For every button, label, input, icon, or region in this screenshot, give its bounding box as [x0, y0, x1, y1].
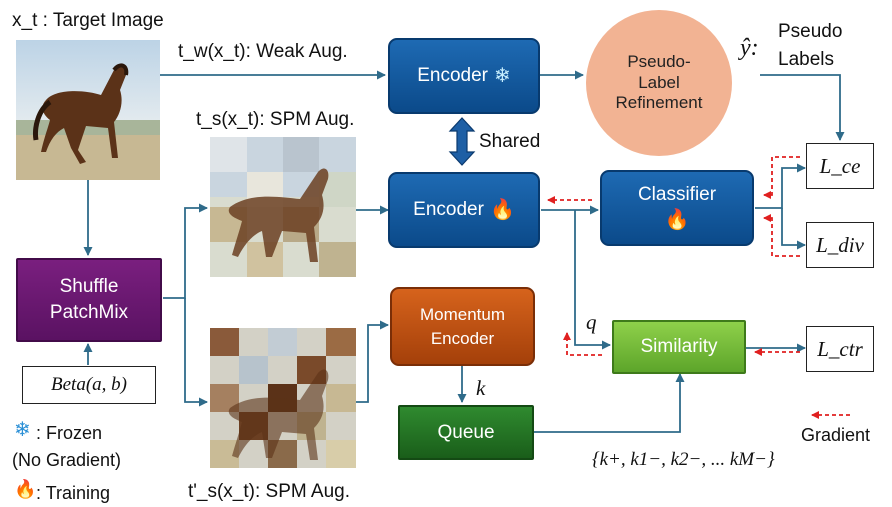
- encoder-frozen-label: Encoder: [417, 65, 488, 87]
- gradient-arrow-lce: [763, 156, 800, 199]
- snowflake-icon: ❄: [494, 64, 511, 87]
- arrow-classifier-to-lce: [755, 163, 806, 209]
- shared-double-arrow: [448, 117, 476, 166]
- frozen-legend-sub: (No Gradient): [12, 450, 122, 470]
- loss-ctr-label: L_ctr: [817, 336, 863, 361]
- loss-ctr-box: L_ctr: [806, 326, 874, 372]
- flame-icon: 🔥: [664, 209, 690, 232]
- arrow-shuffle-to-spm1: [163, 203, 208, 299]
- queue-box: Queue: [398, 405, 534, 460]
- spm-aug-image-2: [210, 328, 356, 468]
- arrow-shuffle-to-spm2: [184, 298, 208, 407]
- pseudo-label-refinement-circle: Pseudo- Label Refinement: [586, 10, 732, 156]
- refine-line2: Label: [638, 72, 680, 92]
- keys-set-label: {k+, k1−, k2−, ... kM−}: [592, 449, 775, 470]
- shuffle-label-line2: PatchMix: [49, 302, 129, 323]
- encoder-frozen-box: Encoder ❄: [388, 38, 540, 114]
- arrow-pseudo-to-lce: [760, 74, 845, 141]
- encoder-training-label: Encoder: [413, 199, 484, 221]
- beta-label: Beta(a, b): [51, 374, 127, 395]
- gradient-legend-label: Gradient: [801, 425, 871, 445]
- snowflake-icon: ❄: [14, 419, 31, 441]
- target-image-label: x_t : Target Image: [12, 10, 164, 31]
- gradient-arrow-q: [563, 332, 602, 356]
- beta-box: Beta(a, b): [22, 366, 156, 404]
- spm-aug-label: t_s(x_t): SPM Aug.: [196, 109, 355, 130]
- frozen-legend-label: : Frozen: [36, 423, 103, 443]
- y-hat-label: ŷ:: [740, 35, 759, 61]
- loss-ce-label: L_ce: [819, 153, 861, 178]
- pseudo-labels-line1: Pseudo: [778, 21, 843, 42]
- similarity-box: Similarity: [612, 320, 746, 374]
- classifier-label: Classifier: [637, 183, 717, 205]
- refine-line1: Pseudo-: [627, 52, 691, 72]
- spm-aug2-label: t'_s(x_t): SPM Aug.: [188, 481, 351, 502]
- refine-line3: Refinement: [615, 93, 703, 113]
- arrow-queue-to-similarity: [534, 373, 685, 433]
- similarity-label: Similarity: [640, 336, 718, 358]
- arrow-q-to-similarity: [574, 210, 611, 350]
- flame-icon: 🔥: [489, 198, 515, 221]
- momentum-encoder-box: Momentum Encoder: [390, 287, 535, 366]
- arrow-classifier-to-ldiv: [781, 208, 806, 250]
- loss-ce-box: L_ce: [806, 143, 874, 189]
- pseudo-labels-line2: Labels: [778, 49, 834, 70]
- flame-icon: 🔥: [14, 479, 37, 499]
- q-label: q: [586, 310, 597, 334]
- weak-aug-label: t_w(x_t): Weak Aug.: [178, 41, 348, 62]
- loss-div-box: L_div: [806, 222, 874, 268]
- shared-label: Shared: [479, 131, 541, 152]
- gradient-arrow-ldiv: [763, 214, 800, 257]
- spm-aug-image-1: [210, 137, 356, 277]
- momentum-label-line2: Encoder: [430, 328, 495, 348]
- shuffle-label-line1: Shuffle: [59, 276, 119, 298]
- queue-label: Queue: [437, 421, 495, 443]
- arrow-spm2-to-momentum: [356, 320, 389, 403]
- training-legend-label: : Training: [36, 483, 111, 503]
- k-label: k: [476, 376, 486, 400]
- shuffle-patchmix-box: Shuffle PatchMix: [16, 258, 162, 342]
- momentum-label-line1: Momentum: [419, 304, 506, 324]
- encoder-training-box: Encoder 🔥: [388, 172, 540, 248]
- target-image: [16, 40, 160, 180]
- classifier-box: Classifier 🔥: [600, 170, 754, 246]
- loss-div-label: L_div: [816, 232, 864, 257]
